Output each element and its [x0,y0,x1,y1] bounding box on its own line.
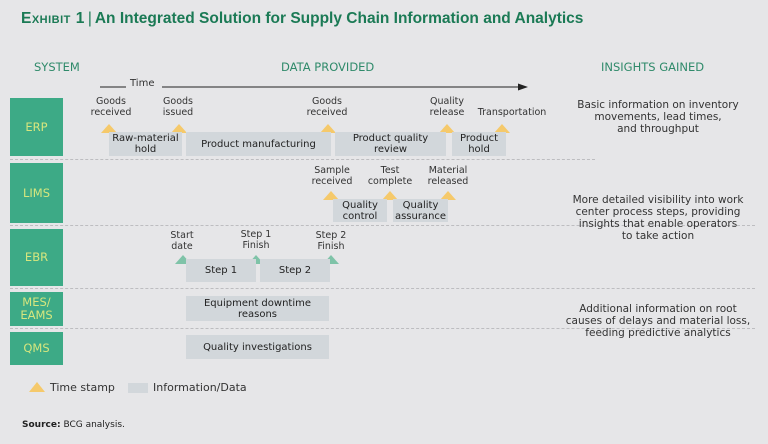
exhibit-title: Exhibit 1|An Integrated Solution for Sup… [21,10,583,28]
timeline-label: Time [130,78,155,89]
row-divider [10,328,755,329]
timestamp-triangle-icon [382,191,398,200]
timestamp-label: Material released [427,165,469,187]
timestamp-label: Goods received [306,96,348,118]
timestamp-label: Goods received [90,96,132,118]
milestone-triangle-icon [323,255,339,264]
timestamp-triangle-icon [101,124,117,133]
timestamp-triangle-icon [171,124,187,133]
source-note: Source: BCG analysis. [22,420,125,430]
row-divider [10,225,755,226]
timestamp-triangle-icon [320,124,336,133]
info-step-1: Step 1 [186,259,256,282]
info-quality-control: Quality control [333,199,387,222]
system-qms: QMS [10,332,63,365]
legend-info-swatch [128,383,148,393]
exhibit-number: Exhibit 1 [21,10,85,27]
info-raw-material-hold: Raw-material hold [109,132,182,156]
legend-info-label: Information/Data [153,381,247,394]
source-text: BCG analysis. [63,420,125,430]
timestamp-triangle-icon [440,191,456,200]
row-divider [10,159,595,160]
info-quality-assurance: Quality assurance [393,199,448,222]
info-product-quality-review: Product quality review [335,132,446,156]
system-lims: LIMS [10,163,63,223]
timestamp-triangle-icon [439,124,455,133]
timestamp-label: Sample received [311,165,353,187]
timestamp-label: Goods issued [162,96,194,118]
info-product-hold: Product hold [452,132,506,156]
timestamp-label: Transportation [477,107,547,118]
timestamp-label: Step 2 Finish [315,230,347,252]
timestamp-label: Test complete [367,165,413,187]
legend-timestamp-label: Time stamp [50,381,115,394]
legend-timestamp-icon [29,382,45,392]
insight-lims-ebr: More detailed visibility into work cente… [572,194,744,242]
title-separator: | [87,10,92,27]
timeline-arrow [100,83,528,91]
info-quality-investigations: Quality investigations [186,335,329,359]
insight-erp: Basic information on inventory movements… [577,99,739,135]
timestamp-label: Start date [170,230,194,252]
info-step-2: Step 2 [260,259,330,282]
info-product-manufacturing: Product manufacturing [186,132,331,156]
column-header-system: SYSTEM [34,60,80,74]
timestamp-triangle-icon [494,124,510,133]
info-equipment-downtime: Equipment downtime reasons [186,296,329,321]
column-header-insights: INSIGHTS GAINED [601,60,705,74]
system-ebr: EBR [10,229,63,286]
system-mes-eams: MES/ EAMS [10,292,63,326]
exhibit-title-text: An Integrated Solution for Supply Chain … [94,10,584,27]
milestone-triangle-icon [175,255,191,264]
insight-mes-qms: Additional information on root causes of… [565,303,751,339]
milestone-triangle-icon [248,255,264,264]
column-header-data: DATA PROVIDED [281,60,375,74]
source-label: Source: [22,420,61,430]
system-erp: ERP [10,98,63,156]
timestamp-triangle-icon [323,191,339,200]
timestamp-label: Quality release [429,96,465,118]
row-divider [10,288,755,289]
timestamp-label: Step 1 Finish [240,229,272,251]
